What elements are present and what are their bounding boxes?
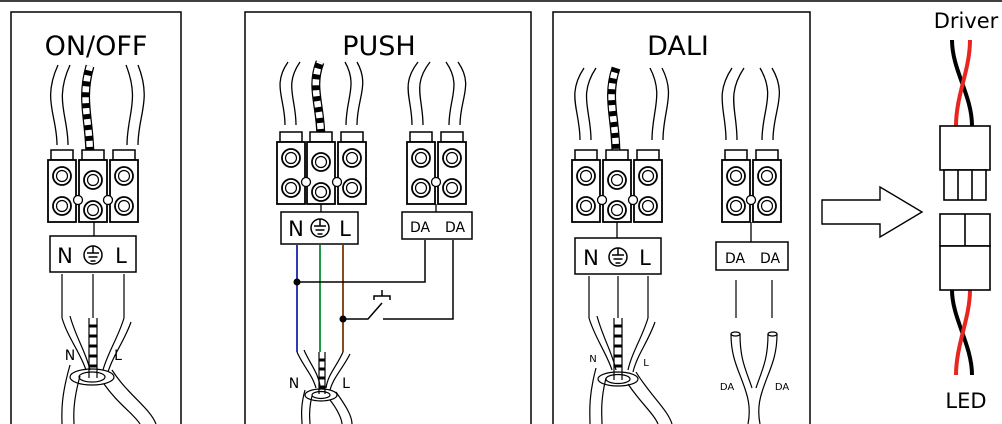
terminal-block-da xyxy=(406,131,467,205)
panel-onoff: ON/OFF N L xyxy=(10,11,182,424)
panel-onoff-title: ON/OFF xyxy=(45,31,148,62)
connector: Driver LED xyxy=(934,9,999,413)
da-label-box xyxy=(715,241,789,271)
terminal-label-box xyxy=(49,235,137,273)
connector-plug-bottom xyxy=(939,213,991,291)
panel-dali-title: DALI xyxy=(647,31,709,62)
push-output-cable xyxy=(296,349,353,424)
terminal-l-label: L xyxy=(115,244,127,268)
terminal-n-label: N xyxy=(57,244,73,268)
terminal-block-da xyxy=(721,149,782,223)
terminal-n-label: N xyxy=(288,217,304,241)
panel-dali: DALI N L DA DA xyxy=(552,11,811,424)
panel-push-title: PUSH xyxy=(342,31,416,62)
terminal-n-label: N xyxy=(583,246,599,270)
connector-plug-top xyxy=(939,125,991,201)
da-terminal-label-1: DA xyxy=(410,220,431,236)
terminal-block-main xyxy=(276,131,367,205)
da-label-box xyxy=(401,211,473,240)
dali-output-cable xyxy=(588,276,673,424)
da-output-wires xyxy=(730,280,778,424)
da-terminal-label-2: DA xyxy=(445,220,466,236)
terminal-l-label: L xyxy=(639,246,651,270)
led-label: LED xyxy=(945,389,986,413)
driver-label: Driver xyxy=(934,9,999,33)
wire-l-label: L xyxy=(643,358,649,369)
wire-l-label: L xyxy=(114,348,122,364)
junction-dot xyxy=(339,315,347,323)
da-wire-label-2: DA xyxy=(775,382,790,393)
terminal-block-main xyxy=(47,149,139,223)
wire-l-label: L xyxy=(342,376,350,392)
da-wire-label-1: DA xyxy=(720,382,735,393)
terminal-label-box xyxy=(574,237,662,275)
da-terminal-label-2: DA xyxy=(760,251,781,267)
wire-n-label: N xyxy=(65,348,75,364)
push-control-wiring xyxy=(297,240,454,320)
terminal-label-box xyxy=(280,211,359,245)
arrow-right-icon xyxy=(821,185,924,239)
terminal-l-label: L xyxy=(339,217,351,241)
red-wire-bottom xyxy=(954,289,972,376)
panel-push: PUSH N L DA DA xyxy=(244,11,532,424)
junction-dot xyxy=(293,278,301,286)
push-input-wires xyxy=(279,60,467,141)
red-wire-top xyxy=(954,39,972,127)
input-wires xyxy=(50,64,145,159)
wire-n-label: N xyxy=(289,376,299,392)
terminal-block-main xyxy=(571,149,663,223)
da-terminal-label-1: DA xyxy=(725,251,746,267)
output-cable xyxy=(61,274,157,424)
wire-n-label: N xyxy=(589,354,596,365)
dali-input-wires xyxy=(574,66,780,156)
